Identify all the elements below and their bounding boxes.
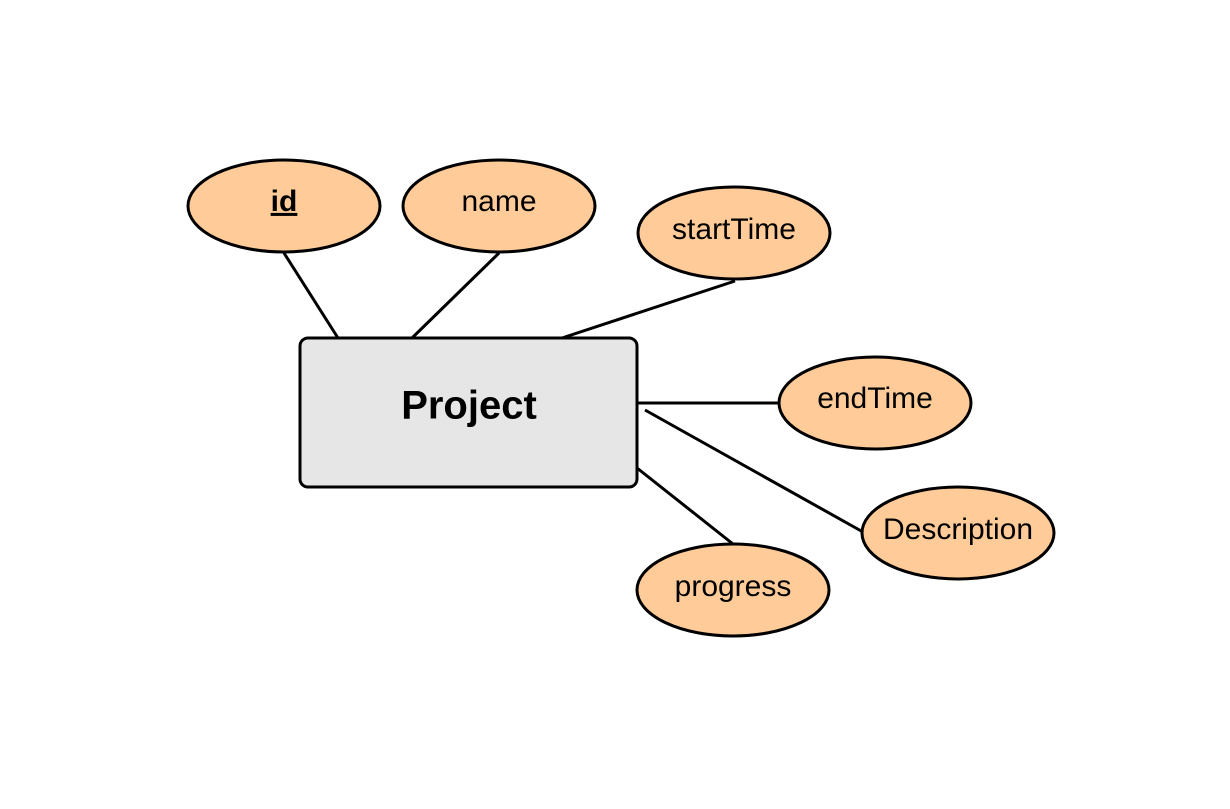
attribute-id: id: [186, 158, 382, 254]
attribute-end-time: endTime: [777, 355, 973, 451]
attribute-label: Description: [883, 513, 1033, 546]
attribute-start-time: startTime: [636, 185, 832, 281]
entity-project: Project: [298, 336, 639, 489]
attribute-ellipse: [401, 158, 597, 254]
attribute-ellipse: [636, 185, 832, 281]
attribute-label: progress: [675, 570, 792, 603]
connector-start-time: [561, 279, 736, 340]
attribute-ellipse: [777, 355, 973, 451]
attribute-label: endTime: [817, 382, 933, 415]
attribute-description: Description: [860, 485, 1056, 581]
attribute-ellipse: [186, 158, 382, 254]
attribute-label: name: [461, 185, 536, 218]
connector-name: [410, 251, 501, 340]
entity-box: [298, 336, 639, 489]
attribute-label: startTime: [672, 213, 796, 246]
attribute-progress: progress: [635, 542, 831, 638]
connector-description: [644, 408, 864, 534]
attribute-ellipse: [860, 485, 1056, 581]
connector-progress: [636, 466, 734, 546]
entity-label: Project: [401, 384, 537, 428]
attribute-ellipse: [635, 542, 831, 638]
connector-id: [282, 252, 340, 339]
attribute-name: name: [401, 158, 597, 254]
attribute-label: id: [271, 185, 298, 218]
